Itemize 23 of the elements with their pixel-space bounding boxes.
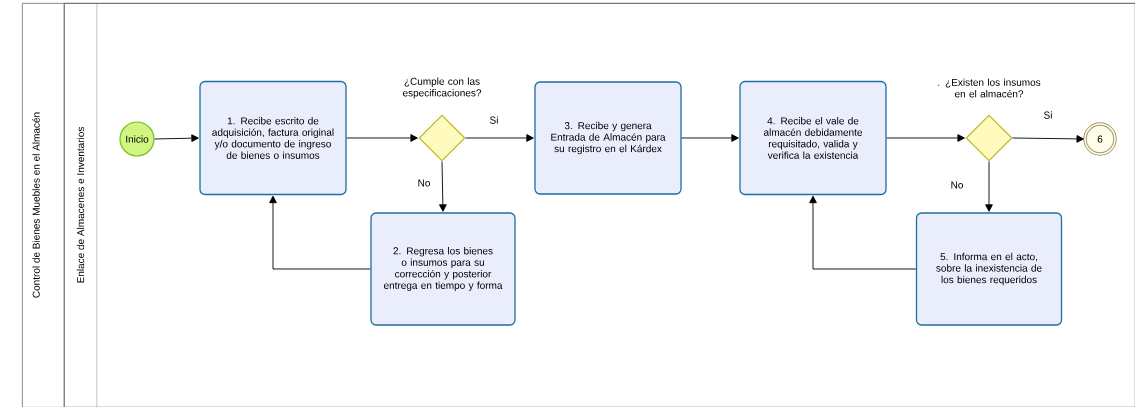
arrow xyxy=(985,161,993,212)
task-box: 5. Informa en el acto, sobre la inexistencia de los bienes requeridos xyxy=(915,212,1063,326)
decision-diamond xyxy=(418,114,466,162)
arrow xyxy=(1012,135,1084,143)
edge-label: Si xyxy=(1044,111,1052,119)
arrow xyxy=(269,195,371,270)
edge-label: No xyxy=(951,181,963,189)
arrow xyxy=(886,134,965,142)
task-box: 3. Recibe y genera Entrada de Almacén para su registro en el Kárdex xyxy=(534,81,682,195)
edge-label: Si xyxy=(490,116,498,124)
arrow xyxy=(465,134,534,142)
arrow xyxy=(439,161,447,212)
decision-diamond xyxy=(965,114,1013,162)
task-box: 4. Recibe el vale de almacén debidamente requisitado, valida y verifica la existencia xyxy=(739,80,887,196)
edge-label: No xyxy=(418,179,430,187)
arrow xyxy=(809,195,917,270)
arrow xyxy=(346,134,418,142)
arrow xyxy=(681,134,739,142)
question-label: . ¿Existen los insumos en el almacén? xyxy=(938,78,1041,98)
arrow xyxy=(154,134,199,142)
question-label: ¿Cumple con las especificaciones? xyxy=(402,77,482,99)
task-box: 2. Regresa los bienes o insumos para su corrección y posterior entrega en tiempo y forma xyxy=(370,212,516,326)
task-box: 1. Recibe escrito de adquisición, factura original y/o documento de ingreso de bienes o insumos xyxy=(199,80,347,196)
